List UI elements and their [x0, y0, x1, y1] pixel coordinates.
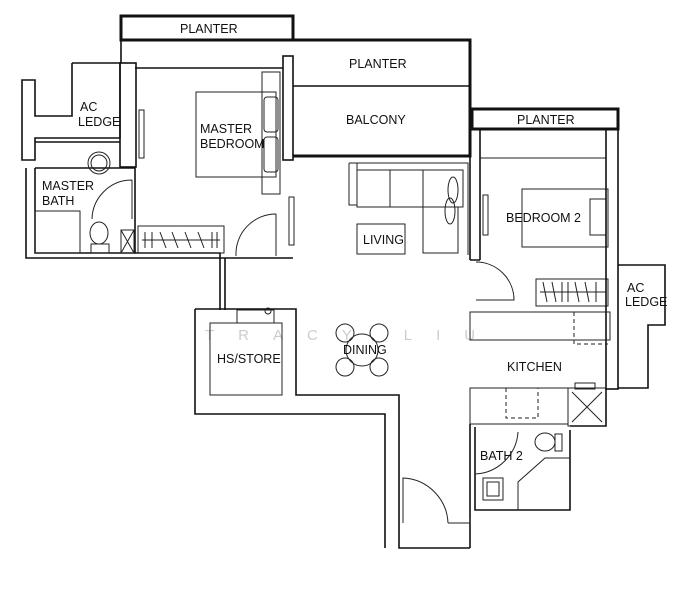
label-ac-ledge-2b: LEDGE	[625, 295, 667, 309]
planter-bedroom2	[470, 107, 620, 131]
hs-store-walls	[194, 307, 471, 549]
label-master-bath-b: BATH	[42, 194, 74, 208]
label-master-bedroom: MASTER	[200, 122, 252, 136]
label-ac-ledge-1: AC	[80, 100, 97, 114]
label-kitchen: KITCHEN	[507, 360, 562, 374]
label-ac-ledge-2: AC	[627, 281, 644, 295]
watermark: TRACY LIU	[205, 327, 499, 344]
label-planter-1: PLANTER	[180, 22, 238, 36]
label-hs-store: HS/STORE	[217, 352, 281, 366]
label-ac-ledge-1b: LEDGE	[78, 115, 120, 129]
label-master-bath: MASTER	[42, 179, 94, 193]
label-bedroom-2: BEDROOM 2	[506, 211, 581, 225]
bath2-walls	[469, 388, 607, 548]
dining-table	[335, 323, 389, 377]
label-bath-2: BATH 2	[480, 449, 523, 463]
kitchen-fixtures	[469, 311, 611, 427]
label-planter-2: PLANTER	[349, 57, 407, 71]
label-dining: DINING	[343, 343, 387, 357]
label-living: LIVING	[363, 233, 404, 247]
planter-master	[119, 14, 295, 42]
bedroom2-furniture	[475, 128, 666, 390]
label-planter-3: PLANTER	[517, 113, 575, 127]
living-furniture	[348, 129, 489, 261]
label-master-bedroom-b: BEDROOM	[200, 137, 265, 151]
planter-balcony	[293, 38, 472, 87]
label-balcony: BALCONY	[346, 113, 406, 127]
master-suite-walls	[21, 40, 295, 310]
